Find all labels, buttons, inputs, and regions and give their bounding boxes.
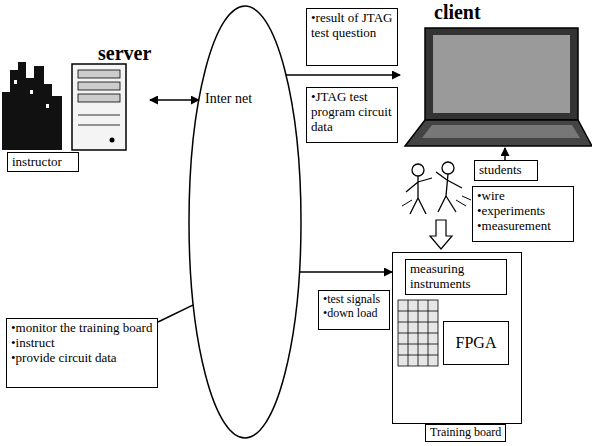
laptop-lid: [425, 28, 578, 120]
keyboard: [422, 125, 580, 138]
network-ellipse: Inter net: [188, 5, 302, 439]
connector: [286, 74, 400, 76]
node-text: •instruct: [11, 336, 153, 351]
node-text: •wire: [477, 189, 569, 204]
node-text: •JTAG test program circuit data: [311, 90, 393, 135]
window: [14, 80, 17, 84]
node-text: students: [479, 163, 533, 178]
message-box: •result of JTAG test question: [306, 8, 398, 66]
message-box: •JTAG test program circuit data: [306, 87, 398, 143]
connector: [504, 148, 506, 160]
node-text: server: [98, 42, 151, 65]
label-box: students: [474, 160, 538, 181]
node-text: Training board: [425, 424, 506, 442]
instrument-box: measuring instruments: [405, 259, 507, 295]
server-node: server: [0, 40, 150, 150]
node-text: •result of JTAG test question: [311, 11, 393, 41]
connector: [158, 305, 193, 322]
drive-bay: [78, 94, 120, 102]
connector: [300, 271, 393, 273]
client-node: client: [400, 0, 590, 148]
node-text: measuring instruments: [410, 262, 502, 292]
node-text: client: [434, 1, 481, 24]
node-text: •monitor the training board: [11, 321, 153, 336]
training-board: Training boardmeasuring instrumentsFPGA: [392, 252, 522, 424]
drive-bay: [78, 82, 120, 90]
laptop-screen: [433, 35, 570, 113]
server-tower: [72, 64, 126, 150]
city-silhouette: [2, 62, 62, 150]
node-text: instructor: [12, 155, 74, 170]
power-led: [110, 138, 115, 143]
connector: [150, 99, 199, 101]
node-text: •experiments: [477, 204, 569, 219]
node-text: •test signals: [323, 293, 385, 307]
laptop-base: [405, 120, 592, 146]
node-text: •measurement: [477, 219, 569, 234]
ellipse-outline: [188, 5, 302, 439]
signal-box: •test signals•down load: [318, 290, 390, 330]
node-text: FPGA: [448, 334, 504, 352]
node-text: •provide circuit data: [11, 351, 153, 366]
window: [30, 90, 33, 94]
drive-bay: [78, 70, 120, 78]
label-box: instructor: [7, 152, 79, 172]
task-box: •monitor the training board•instruct•pro…: [6, 318, 158, 388]
hollow-arrow: [430, 220, 452, 249]
students-figures: [402, 162, 466, 214]
leader-line: [462, 196, 471, 200]
board-pattern: [398, 300, 438, 366]
panel-line: [78, 115, 120, 116]
window: [46, 104, 49, 108]
node-text: Inter net: [205, 91, 252, 107]
node-text: •down load: [323, 307, 385, 321]
task-box: •wire•experiments•measurement: [472, 186, 574, 242]
fpga-chip: FPGA: [443, 321, 509, 365]
panel-line: [78, 125, 120, 126]
